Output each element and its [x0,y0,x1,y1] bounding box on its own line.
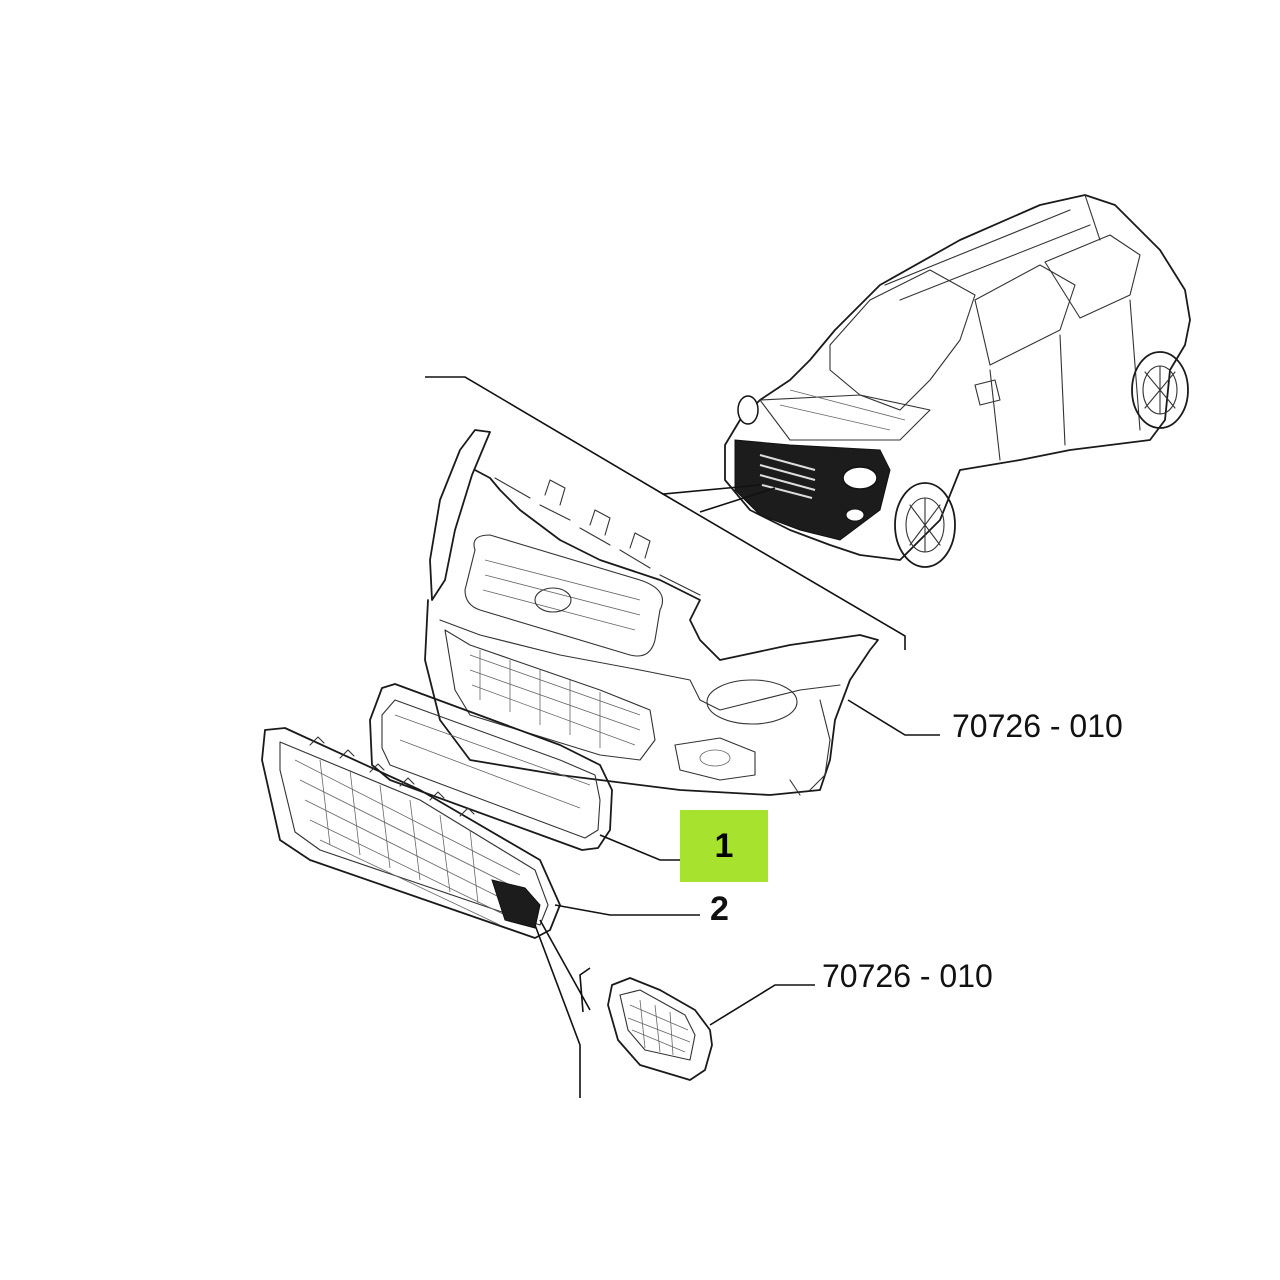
part-1-highlight-badge[interactable]: 1 [680,810,768,882]
front-bumper-illustration [424,429,879,796]
part-2-lower-grille [261,727,561,939]
part-1-grille-frame [369,683,613,851]
bumper-part-reference: 70726 - 010 [952,708,1123,744]
fog-lamp-bezel [607,977,713,1081]
part-2-number: 2 [710,890,729,928]
leader-lines [425,376,940,1098]
part-1-number: 1 [714,826,734,865]
fog-bezel-part-reference: 70726 - 010 [822,958,993,994]
vehicle-illustration [724,194,1191,568]
